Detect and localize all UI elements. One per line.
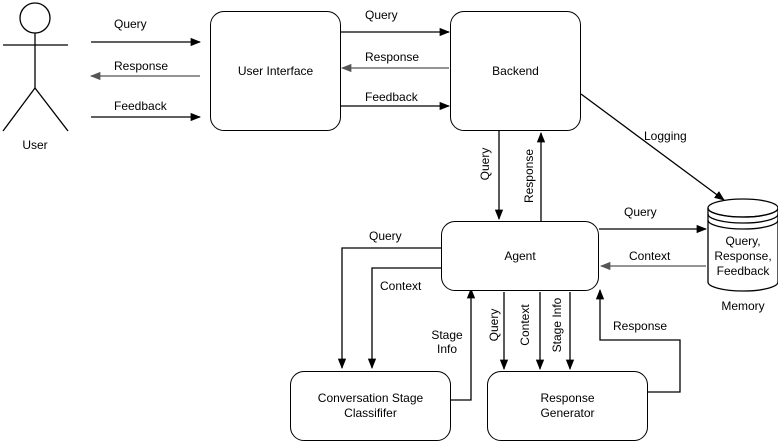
edge-label-user-ui-query: Query [114, 17, 147, 31]
memory-label-line3: Feedback [716, 264, 770, 278]
agent-label: Agent [504, 248, 536, 263]
arrow-agent-classifier-query [337, 247, 441, 370]
edge-label-agent-generator-stage-info: Stage Info [550, 297, 564, 353]
edge-label-ui-backend-query: Query [365, 8, 398, 22]
backend-node[interactable]: Backend [450, 11, 581, 131]
arrow-backend-memory-logging [580, 93, 725, 201]
response-generator-node[interactable]: Response Generator [487, 371, 648, 441]
memory-label-line1: Query, [725, 234, 761, 248]
arrow-agent-classifier-context [367, 267, 441, 370]
edge-label-agent-backend-response: Response [522, 148, 536, 204]
generator-label: Response Generator [540, 391, 594, 421]
edge-label-agent-memory-query: Query [624, 205, 657, 219]
edge-label-agent-generator-context: Context [518, 304, 532, 346]
memory-caption: Memory [721, 299, 765, 313]
user-interface-label: User Interface [237, 63, 314, 78]
generator-label-line1: Response [540, 391, 595, 405]
edge-label-backend-agent-query: Query [478, 147, 492, 181]
conversation-stage-classifier-node[interactable]: Conversation Stage Classififer [290, 371, 451, 441]
user-actor-icon [2, 2, 69, 132]
edge-label-ui-backend-feedback: Feedback [365, 90, 418, 104]
memory-node-text: Query, Response, Feedback [708, 234, 778, 279]
edge-label-ui-user-response: Response [114, 59, 169, 73]
classifier-label-line1: Conversation Stage [317, 391, 424, 405]
edge-label-agent-classifier-context: Context [380, 279, 422, 293]
edge-label-classifier-agent-stage-info: Stage Info [427, 328, 467, 356]
arrow-generator-agent-response [595, 288, 681, 393]
user-label: User [22, 138, 48, 152]
stage-info-line1: Stage [431, 328, 463, 342]
edge-label-backend-ui-response: Response [365, 50, 420, 64]
user-interface-node[interactable]: User Interface [210, 11, 341, 131]
edge-label-agent-generator-query: Query [487, 308, 501, 342]
edge-label-memory-agent-context: Context [629, 249, 671, 263]
agent-node[interactable]: Agent [441, 221, 599, 291]
memory-label-line2: Response, [714, 249, 772, 263]
arrow-classifier-agent-stage-info [451, 287, 476, 401]
backend-label: Backend [492, 63, 539, 78]
classifier-label-line2: Classififer [344, 406, 397, 420]
generator-label-line2: Generator [540, 406, 595, 420]
classifier-label: Conversation Stage Classififer [318, 391, 423, 421]
edge-label-logging: Logging [644, 129, 687, 143]
edge-label-agent-classifier-query: Query [369, 229, 402, 243]
edge-label-generator-agent-response: Response [613, 319, 668, 333]
stage-info-line2: Info [436, 342, 457, 356]
edge-label-user-ui-feedback: Feedback [114, 99, 167, 113]
memory-database-icon [707, 198, 778, 292]
